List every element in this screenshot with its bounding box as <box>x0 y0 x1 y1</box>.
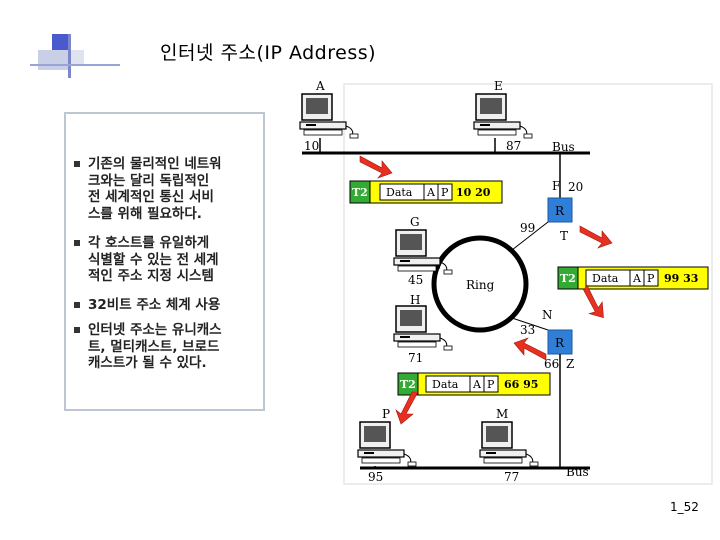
packet-1-a: A <box>426 186 436 199</box>
packet-3-a: A <box>472 378 482 391</box>
packet-2-p: P <box>647 272 655 285</box>
router-1-top-address: 20 <box>568 180 583 194</box>
packet-3-p: P <box>487 378 495 391</box>
square-bullet-icon <box>74 161 80 167</box>
ring-network <box>431 235 529 333</box>
packet-1-p: P <box>441 186 449 199</box>
packet-3: T2 Data A P 66 95 <box>397 372 551 396</box>
ring-address-33: 33 <box>520 323 535 337</box>
host-e-label: E <box>494 79 503 93</box>
red-arrow-icon <box>513 337 547 361</box>
red-arrow-icon <box>395 391 419 425</box>
bullet-text-box: 기존의 물리적인 네트워 크와는 달리 독립적인 전 세계적인 통신 서비 스를… <box>64 112 265 411</box>
router-1-ring-address: 99 <box>520 221 535 235</box>
packet-1-data: Data <box>386 186 413 199</box>
bullet-text: 각 호스트를 유일하게 식별할 수 있는 전 세계 적인 주소 지정 시스템 <box>88 235 219 284</box>
packet-2-a: A <box>632 272 642 285</box>
host-p-address: 95 <box>368 470 383 484</box>
host-m-label: M <box>496 407 508 421</box>
red-arrow-icon <box>359 155 393 179</box>
computer-icon <box>299 93 359 139</box>
router-1-bottom-label: T <box>560 229 568 243</box>
router-1 <box>547 197 573 223</box>
red-arrow-icon <box>574 284 614 322</box>
packet-2-addresses: 99 33 <box>664 272 698 285</box>
router-2-bottom-address: 66 <box>544 357 559 371</box>
host-a-address: 10 <box>304 139 319 153</box>
bullet-text: 인터넷 주소는 유니캐스 트, 멀티캐스트, 브로드 캐스트가 될 수 있다. <box>88 322 222 371</box>
page-number: 1_52 <box>670 500 699 514</box>
host-a-label: A <box>315 79 325 93</box>
router-2-right-label: Z <box>566 357 574 371</box>
bullet-text: 32비트 주소 체계 사용 <box>88 297 221 313</box>
red-arrow-icon <box>579 225 613 249</box>
square-bullet-icon <box>74 240 80 246</box>
host-e-address: 87 <box>506 139 521 153</box>
host-p-label: P <box>382 407 390 421</box>
square-bullet-icon <box>74 302 80 308</box>
host-h-address: 71 <box>408 351 423 365</box>
diagram-frame <box>343 83 713 485</box>
packet-1-t2: T2 <box>352 186 368 199</box>
computer-icon <box>473 93 533 139</box>
computer-icon <box>357 421 417 467</box>
host-g-label: G <box>410 215 420 229</box>
ring-label: Ring <box>466 278 495 292</box>
packet-1: T2 Data A P 10 20 <box>349 180 503 204</box>
router-1-left-label: F <box>552 179 560 193</box>
router-2-top-label: N <box>542 308 553 322</box>
computer-icon <box>479 421 539 467</box>
corner-decoration <box>0 0 120 80</box>
packet-2-t2: T2 <box>560 272 576 285</box>
router-1-letter: R <box>555 204 565 218</box>
host-g-address: 45 <box>408 273 423 287</box>
packet-3-data: Data <box>432 378 459 391</box>
packet-3-t2: T2 <box>400 378 416 391</box>
bottom-bus-label: Bus <box>566 465 589 479</box>
top-bus-label: Bus <box>552 140 575 154</box>
bullet-text: 기존의 물리적인 네트워 크와는 달리 독립적인 전 세계적인 통신 서비 스를… <box>88 156 222 222</box>
host-h-label: H <box>410 293 420 307</box>
router-2 <box>547 329 573 355</box>
packet-2: T2 Data A P 99 33 <box>557 266 709 290</box>
router-2-letter: R <box>555 336 565 350</box>
page-title: 인터넷 주소(IP Address) <box>160 42 377 64</box>
square-bullet-icon <box>74 327 80 333</box>
network-diagram: Bus A 10 E 87 T2 Data A P 10 20 R F 20 T… <box>299 79 713 485</box>
packet-1-addresses: 10 20 <box>456 186 491 199</box>
packet-3-addresses: 66 95 <box>504 378 538 391</box>
packet-2-data: Data <box>592 272 619 285</box>
host-m-address: 77 <box>504 470 519 484</box>
